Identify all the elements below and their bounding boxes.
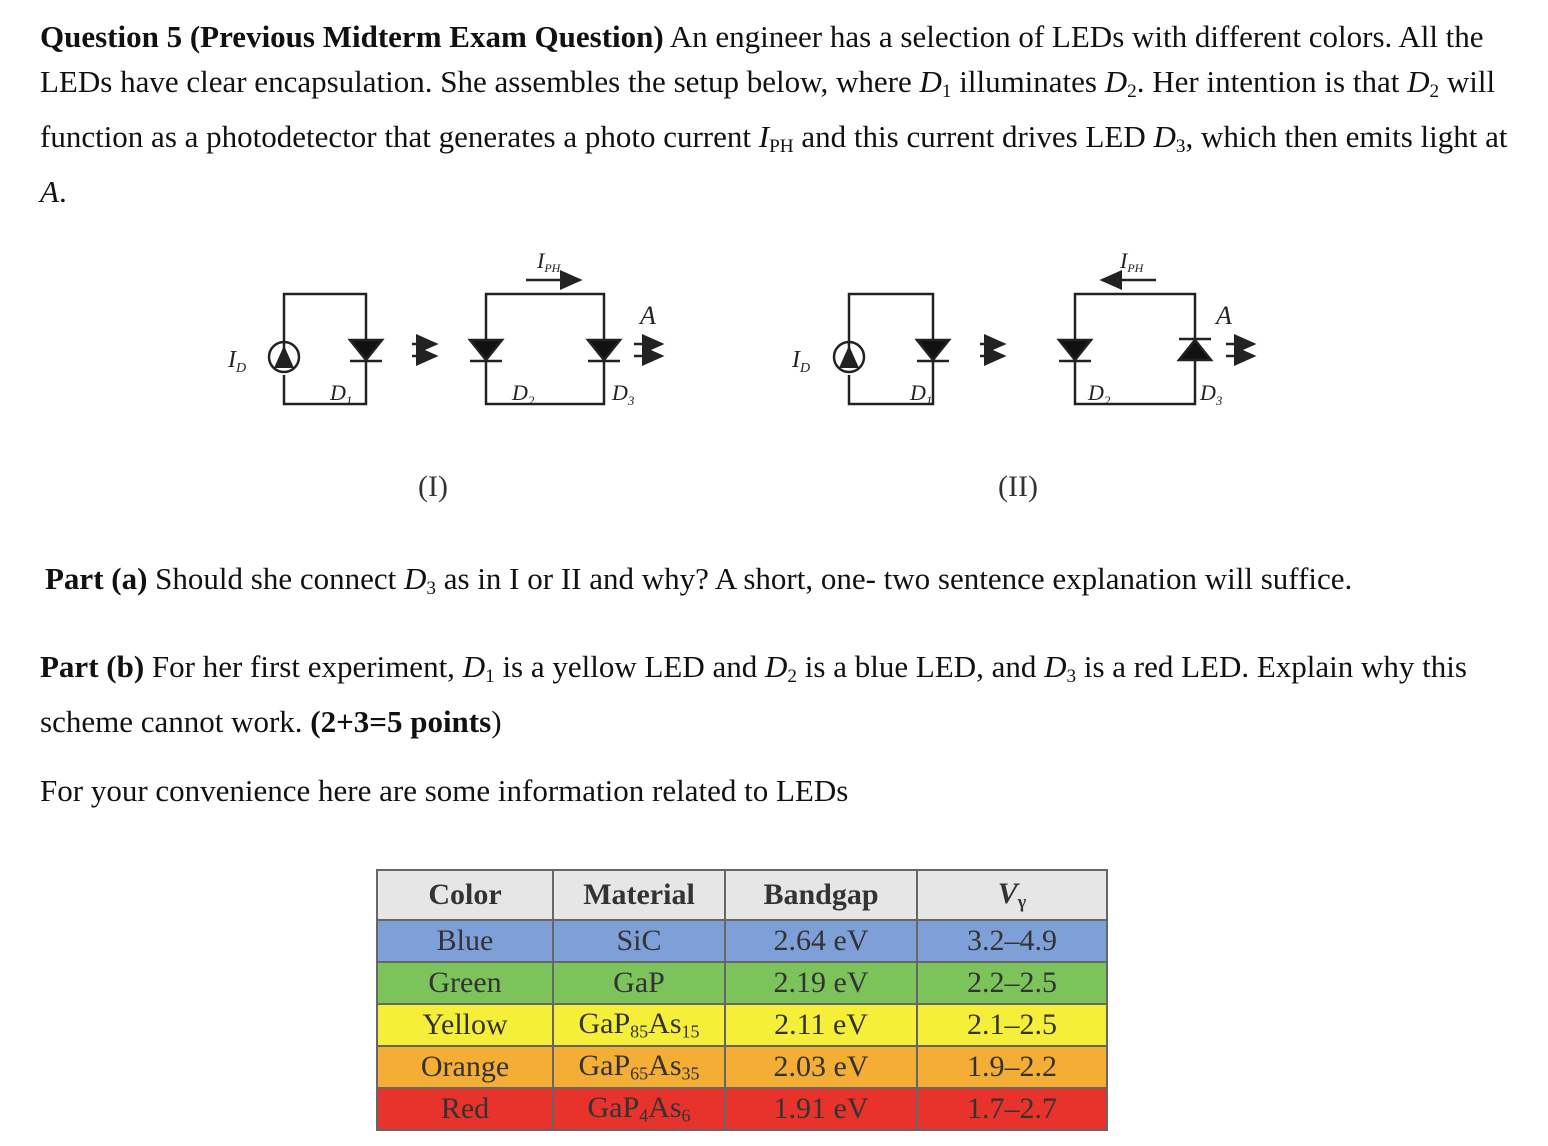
cell-color: Red (376, 1087, 554, 1131)
cell-color: Orange (376, 1045, 554, 1089)
cell-bandgap: 1.91 eV (724, 1087, 918, 1131)
cell-material: GaP65As35 (552, 1045, 726, 1089)
sym-d3: D3 (404, 561, 436, 599)
header-vgamma: Vγ (916, 869, 1108, 921)
iph-label: IPH (1119, 248, 1145, 275)
source-label: ID (227, 347, 246, 376)
d1-label: D1 (909, 380, 932, 408)
cell-vgamma: 3.2–4.9 (916, 919, 1108, 963)
table-header-row: Color Material Bandgap Vγ (376, 869, 1108, 921)
cell-bandgap: 2.03 eV (724, 1045, 918, 1089)
current-source-icon (267, 340, 301, 374)
question-intro: Question 5 (Previous Midterm Exam Questi… (40, 14, 1520, 214)
iph-label: IPH (536, 248, 562, 275)
led-d2-icon (467, 338, 505, 363)
d3-label: D3 (611, 380, 635, 408)
circuit-figure: ID ID IPH IPH A A D1 D2 D3 D1 D2 D3 (I) … (227, 248, 1257, 503)
cell-material: GaP (552, 961, 726, 1005)
intro-text: . (58, 173, 67, 209)
cell-bandgap: 2.11 eV (724, 1003, 918, 1047)
cell-vgamma: 1.7–2.7 (916, 1087, 1108, 1131)
intro-text: illuminates (951, 64, 1105, 99)
led-d3-reversed-icon (1176, 337, 1214, 362)
part-b-text: is a yellow LED and (494, 649, 766, 684)
cell-color: Green (376, 961, 554, 1005)
header-bandgap: Bandgap (724, 869, 918, 921)
sym-d1: D1 (919, 64, 952, 102)
sym-d2: D2 (1104, 64, 1137, 102)
part-a-text: Should she connect (147, 561, 404, 596)
emit-label: A (1214, 301, 1232, 330)
sym-d2: D2 (765, 649, 798, 687)
sym-d3: D3 (1153, 118, 1186, 157)
part-b-label: Part (b) (40, 649, 145, 684)
header-material: Material (552, 869, 726, 921)
header-color: Color (376, 869, 554, 921)
d3-label: D3 (1199, 380, 1223, 408)
part-b-text: is a blue LED, and (797, 649, 1045, 684)
cell-vgamma: 2.2–2.5 (916, 961, 1108, 1005)
part-b-text: For her first experiment, (144, 649, 463, 684)
emit-label: A (638, 301, 656, 330)
part-a: Part (a) Should she connect D3 as in I o… (45, 556, 1525, 611)
circuit-II (832, 270, 1257, 406)
sym-d2: D2 (1407, 64, 1440, 102)
current-source-icon (832, 340, 866, 374)
cell-bandgap: 2.64 eV (724, 919, 918, 963)
convenience-note: For your convenience here are some infor… (40, 773, 849, 808)
cell-vgamma: 2.1–2.5 (916, 1003, 1108, 1047)
intro-text: and this current drives LED (793, 118, 1154, 154)
cell-color: Blue (376, 919, 554, 963)
part-b: Part (b) For her first experiment, D1 is… (40, 644, 1520, 744)
cell-vgamma: 1.9–2.2 (916, 1045, 1108, 1089)
part-b-text: ) (491, 703, 502, 739)
cell-color: Yellow (376, 1003, 554, 1047)
led-d2-icon (1056, 338, 1094, 363)
intro-text: will function as a photodetector that ge… (40, 64, 1496, 154)
circuit-I (267, 270, 665, 406)
cell-material: SiC (552, 919, 726, 963)
led-d1-icon (347, 338, 385, 363)
points: (2+3=5 points (310, 703, 492, 739)
figure-label-I: (I) (418, 470, 448, 503)
sym-a: A (40, 173, 59, 209)
part-a-text: as in I or II and why? A short, one- two… (436, 561, 1353, 596)
sym-d3: D3 (1044, 649, 1077, 687)
cell-material: GaP4As6 (552, 1087, 726, 1131)
part-a-label: Part (a) (45, 561, 148, 596)
led-d1-icon (914, 338, 952, 363)
d2-label: D2 (1087, 380, 1111, 408)
cell-bandgap: 2.19 eV (724, 961, 918, 1005)
part-b-text: is a red LED. Explain why this scheme ca… (40, 649, 1467, 739)
led-d3-icon (585, 338, 623, 363)
source-label: ID (791, 347, 810, 376)
sym-iph: IPH (758, 118, 794, 157)
cell-material: GaP85As15 (552, 1003, 726, 1047)
figure-label-II: (II) (998, 470, 1038, 503)
d2-label: D2 (511, 380, 535, 408)
question-heading: Question 5 (Previous Midterm Exam Questi… (40, 19, 664, 54)
intro-text: . Her intention is that (1136, 64, 1408, 99)
intro-text: , which then emits light at (1185, 118, 1508, 154)
d1-label: D1 (329, 380, 352, 408)
intro-text: An engineer has a selection of LEDs with… (40, 19, 1484, 99)
sym-d1: D1 (462, 649, 495, 687)
